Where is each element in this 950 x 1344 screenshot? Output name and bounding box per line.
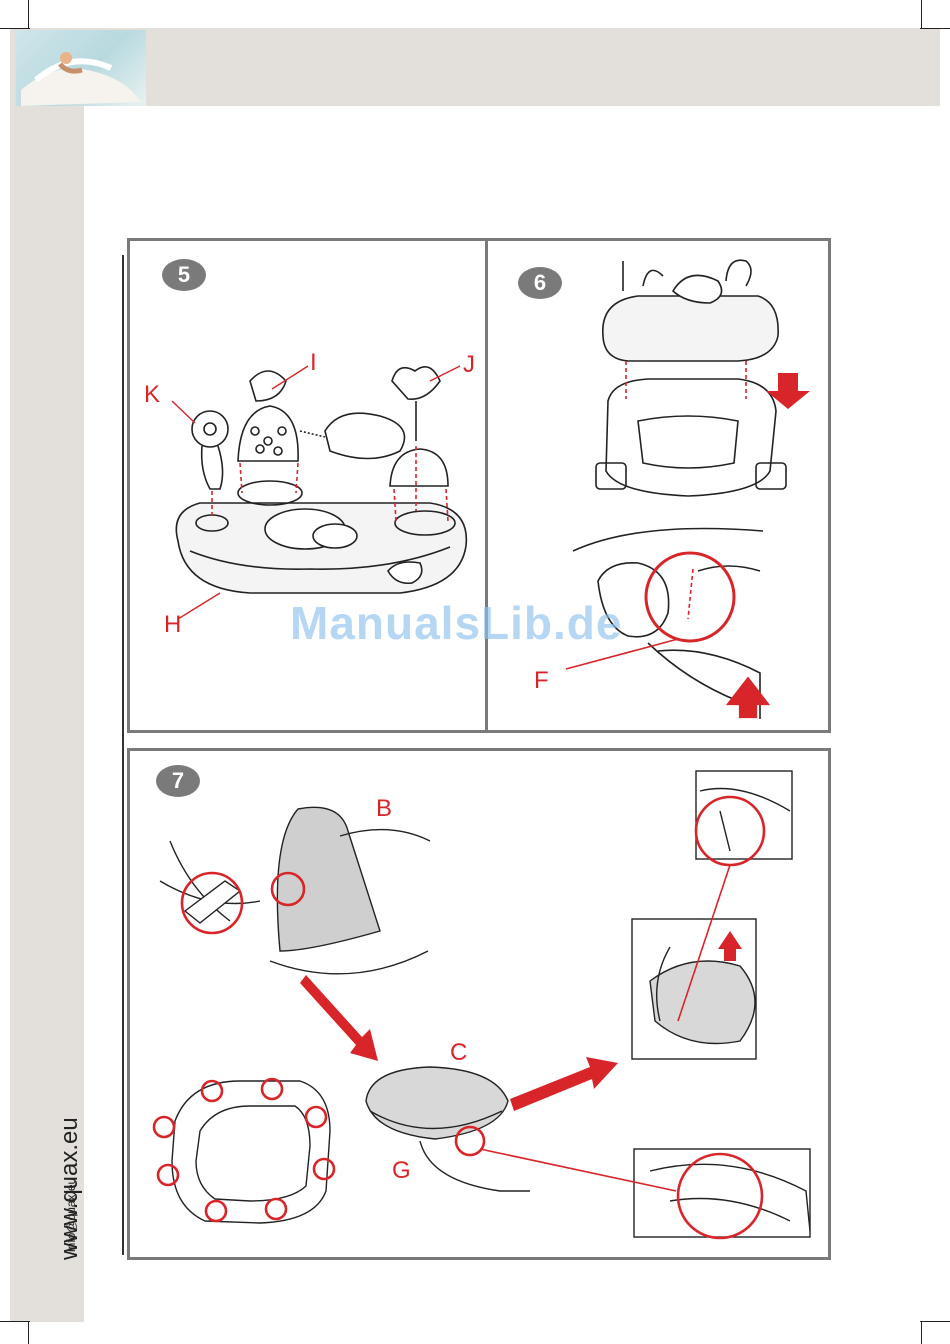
watermark-text: ManualsLib.de: [290, 596, 622, 650]
label-k: K: [144, 383, 160, 407]
walker-assembly-illustration: [488, 241, 828, 730]
crop-mark: [921, 0, 922, 28]
label-j: J: [463, 353, 475, 377]
seat-fabric-assembly-illustration: [130, 751, 828, 1257]
crop-mark: [28, 0, 29, 28]
walker-toy-tray-illustration: [130, 241, 485, 730]
email-text: info@quax.eu: [64, 1178, 78, 1252]
step5-badge: 5: [162, 259, 206, 291]
brand-logo-image: [16, 30, 146, 106]
margin-rule: [122, 255, 124, 1255]
label-b: B: [376, 797, 392, 821]
header-band: [10, 28, 940, 106]
label-h: H: [164, 613, 181, 637]
crop-mark: [0, 1321, 30, 1322]
label-c: C: [450, 1041, 467, 1065]
label-i: I: [310, 351, 317, 375]
label-g: G: [392, 1159, 411, 1183]
crop-mark: [921, 1322, 922, 1344]
step7-panel: 7 B C G: [127, 748, 831, 1260]
crop-mark: [920, 1321, 950, 1322]
crop-mark: [0, 28, 30, 29]
step6-panel: 6 F: [485, 238, 831, 733]
crop-mark: [920, 28, 950, 29]
crop-mark: [28, 1322, 29, 1344]
step7-badge: 7: [156, 765, 200, 797]
step6-badge: 6: [518, 267, 562, 299]
step5-panel: 5 K I J H: [127, 238, 488, 733]
label-f: F: [534, 669, 549, 693]
